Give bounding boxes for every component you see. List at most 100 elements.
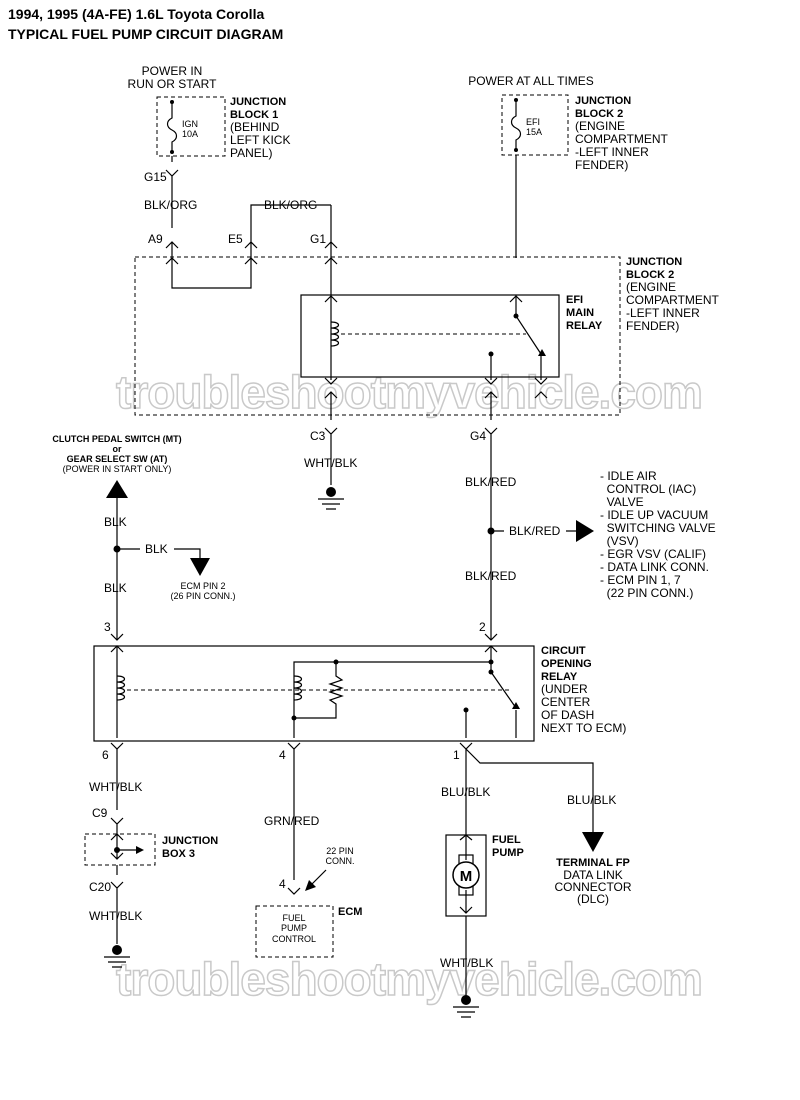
jb2-top-location-line4: FENDER) [575,158,628,172]
destination-item: - DATA LINK CONN. [600,560,709,574]
wire-label-wht-blk-c20: WHT/BLK [89,909,142,923]
connector-g1: G1 [310,232,326,246]
cor-location-line1: (UNDER [541,682,588,696]
jb1-location-line3: PANEL) [230,146,272,160]
ecm-conn-pointer-arrow-icon [305,880,316,891]
ground-jbox3-icon [104,945,130,968]
wire-label-blk-org-1: BLK/ORG [144,198,197,212]
ecm-conn-pointer [311,869,327,885]
wire-label-wht-blk-c3: WHT/BLK [304,456,357,470]
junction-block-2-box [134,256,621,416]
ecm-label: ECM [338,906,362,918]
destination-item: - IDLE AIR [600,469,657,483]
fuse-efi-name: EFI [526,117,540,127]
clutch-switch-line3: GEAR SELECT SW (AT) [67,454,168,464]
wire-label-blu-blk-1: BLU/BLK [441,785,490,799]
jb2-right-label-line1: JUNCTION [626,256,682,268]
junction-block-1-box [156,96,226,157]
fuse-ign-rating: 10A [182,129,198,139]
jb2-right-label-line2: BLOCK 2 [626,269,674,281]
blk-red-destination-list: - IDLE AIR CONTROL (IAC) VALVE - IDLE UP… [600,469,716,600]
connector-c9: C9 [92,806,108,820]
pins-below-cor [110,742,473,750]
fuse-efi-rating: 15A [526,127,542,137]
cor-label-line2: OPENING [541,658,592,670]
wire-grn-red [287,749,301,895]
watermark-bottom: troubleshootmyvehicle.com [116,953,702,1005]
efi-relay-internals [324,295,548,399]
diagram-title-line2: TYPICAL FUEL PUMP CIRCUIT DIAGRAM [8,26,283,42]
cor-location-line3: OF DASH [541,708,594,722]
circuit-opening-relay-box [93,645,535,742]
dlc-down-arrow-icon [582,832,604,852]
wire-g4-blk-red [484,392,498,640]
wire-label-wht-blk-6: WHT/BLK [89,780,142,794]
fuse-efi: EFI 15A [510,98,542,152]
fuel-pump-label-line2: PUMP [492,847,524,859]
cor-location-line4: NEXT TO ECM) [541,721,626,735]
connector-pin6: 6 [102,748,109,762]
wire-blk-branch [117,548,201,558]
wire-label-wht-blk-pump: WHT/BLK [440,956,493,970]
ecm-pin2-line1: ECM PIN 2 [180,581,225,591]
power-run-start-line2: RUN OR START [128,77,218,91]
destination-item: - IDLE UP VACUUM [600,508,708,522]
clutch-switch-line4: (POWER IN START ONLY) [63,464,172,474]
wire-label-blk-3: BLK [104,581,127,595]
cor-label-line3: RELAY [541,671,578,683]
destination-item: CONTROL (IAC) [600,482,696,496]
jb1-location-line1: (BEHIND [230,120,280,134]
jb1-label-line1: JUNCTION [230,96,286,108]
jb2-right-location-line2: COMPARTMENT [626,293,720,307]
ecm-pin2-down-arrow-icon [190,558,210,576]
connector-a9: A9 [148,232,163,246]
ground-fuel-pump-icon [453,995,479,1018]
fuel-pump-label-line1: FUEL [492,834,521,846]
jb2-right-location-line1: (ENGINE [626,280,676,294]
junction-box-3-box [84,833,156,866]
ecm-conn-note-line2: CONN. [326,856,355,866]
efi-relay-label-line3: RELAY [566,320,603,332]
ecm-box-line2: PUMP [281,923,307,933]
wire-label-blk-red-1: BLK/RED [465,475,517,489]
power-run-start-line1: POWER IN [142,64,203,78]
wire-label-grn-red: GRN/RED [264,814,320,828]
wire-label-blu-blk-2: BLU/BLK [567,793,616,807]
connector-c3: C3 [310,429,326,443]
jbox3-label-line2: BOX 3 [162,848,195,860]
ecm-conn-note-line1: 22 PIN [326,846,354,856]
wire-blu-blk-dlc [465,748,594,832]
jbox3-label-line1: JUNCTION [162,835,218,847]
connector-ecm-pin4: 4 [279,877,286,891]
jb2-top-location-line2: COMPARTMENT [575,132,669,146]
wire-label-blk-red-2: BLK/RED [509,524,561,538]
fuel-pump-motor-icon: M [452,834,480,914]
wire-c3-ground [324,392,338,485]
connector-pin1: 1 [453,748,460,762]
connector-g4: G4 [470,429,486,443]
terminal-fp-line4: (DLC) [577,892,609,906]
fuse-ign-name: IGN [182,119,198,129]
jb2-right-location-line3: -LEFT INNER [626,306,700,320]
jb1-location-line2: LEFT KICK [230,133,290,147]
wire-g1 [324,205,338,258]
jb2-top-location-line3: -LEFT INNER [575,145,649,159]
jb2-internal-a9-e5-link [165,257,338,289]
diagram-title-line1: 1994, 1995 (4A-FE) 1.6L Toyota Corolla [8,6,264,22]
ecm-box-line1: FUEL [282,913,305,923]
connector-pin3: 3 [104,620,111,634]
destination-item: - EGR VSV (CALIF) [600,547,706,561]
jb2-top-location-line1: (ENGINE [575,119,625,133]
terminal-fp-line1: TERMINAL FP [556,857,630,869]
junction-box-3-internals [110,833,144,860]
efi-main-relay-box [300,294,560,378]
connector-e5: E5 [228,232,243,246]
jb1-label-line2: BLOCK 1 [230,109,278,121]
cor-label-line1: CIRCUIT [541,645,586,657]
wire-label-blk-1: BLK [104,515,127,529]
wire-g15-to-a9 [165,156,179,258]
power-all-times: POWER AT ALL TIMES [468,74,594,88]
wire-label-blk-org-2: BLK/ORG [264,198,317,212]
destination-item: SWITCHING VALVE [600,521,716,535]
